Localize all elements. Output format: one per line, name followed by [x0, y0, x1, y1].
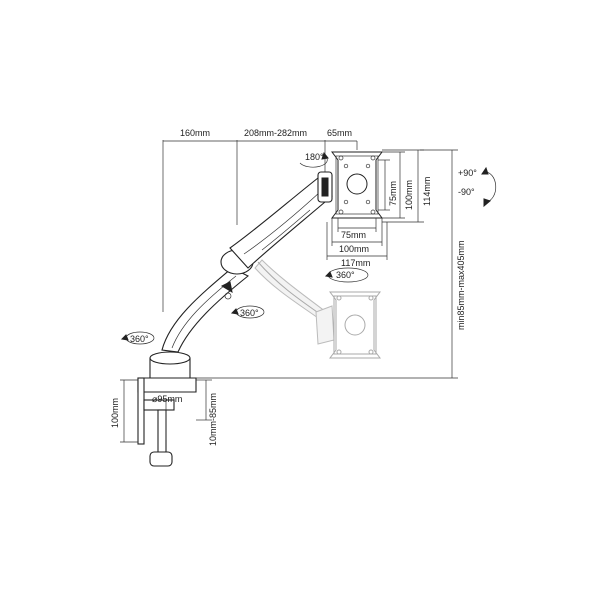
label-tilt-down: -90° — [458, 187, 475, 197]
label-tilt-up: +90° — [458, 168, 477, 178]
monitor-arm — [161, 171, 333, 353]
rotate-360-left-icon — [120, 331, 155, 345]
vesa-vertical-dims — [378, 149, 424, 223]
tilt-arrow-icon — [481, 166, 497, 208]
dim-base-diameter: ⌀95mm — [152, 394, 182, 404]
label-rotate-360-top: 360° — [336, 270, 355, 280]
rotate-180-icon — [299, 151, 329, 168]
label-rotate-360-left: 360° — [130, 334, 149, 344]
desk-clamp — [137, 377, 175, 467]
dim-vesa-100-height: 100mm — [404, 180, 414, 210]
dim-vesa-100-width: 100mm — [339, 244, 369, 254]
dim-65mm: 65mm — [327, 128, 352, 138]
dim-114mm: 114mm — [422, 177, 432, 206]
height-dimension-line — [190, 149, 458, 379]
arm-lowered-position — [254, 259, 381, 359]
vesa-plate-top — [331, 151, 383, 219]
dim-height-range: min85mm-max405mm — [456, 240, 466, 330]
dim-clamp-range: 10mm-85mm — [208, 393, 218, 446]
dim-vesa-75-width: 75mm — [341, 230, 366, 240]
dim-117mm: 117mm — [341, 258, 370, 268]
base-dimension-lines — [120, 379, 212, 443]
rotate-360-top-icon — [324, 267, 369, 283]
pole-base — [137, 351, 197, 393]
vesa-horizontal-dims — [326, 218, 388, 260]
rotate-360-mid-icon — [230, 305, 265, 319]
dim-160mm: 160mm — [180, 128, 210, 138]
top-dimension-lines — [162, 140, 358, 312]
label-rotate-180: 180° — [305, 152, 324, 162]
label-rotate-360-mid: 360° — [240, 308, 259, 318]
dim-208-282mm: 208mm-282mm — [244, 128, 307, 138]
dim-base-95mm: 95mm — [157, 394, 182, 404]
dim-vesa-75-height: 75mm — [388, 181, 398, 206]
dim-base-100mm: 100mm — [110, 398, 120, 428]
